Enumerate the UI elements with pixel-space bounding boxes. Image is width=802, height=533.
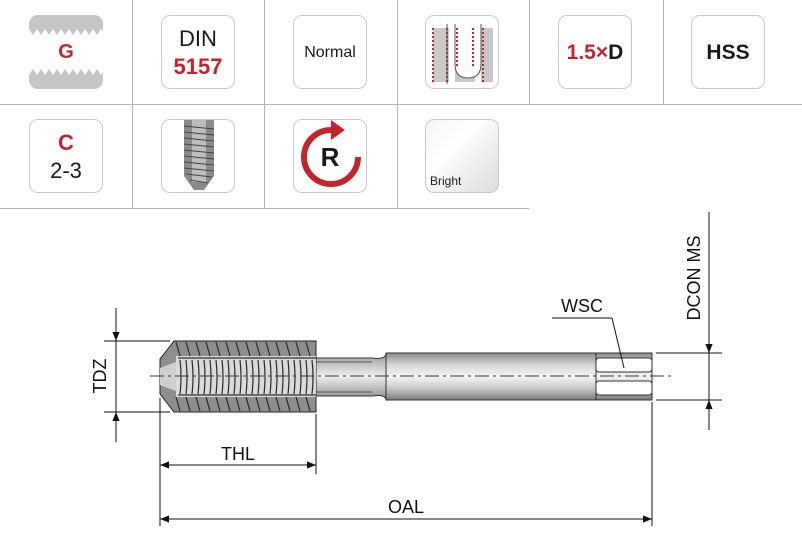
grid-divider — [0, 104, 802, 105]
wsc-label: WSC — [561, 296, 603, 316]
thread-form-tile: G — [29, 15, 103, 89]
tap-silhouette-icon — [183, 120, 215, 190]
material-label: HSS — [706, 41, 750, 64]
depth-number: 1.5 — [566, 41, 596, 64]
chamfer-form-tile: C 2-3 — [29, 119, 103, 193]
wsc-callout: WSC — [552, 296, 625, 369]
tap-drawing: TDZ THL OAL WSC DCON MS — [90, 212, 722, 526]
chamfer-form-range: 2-3 — [50, 158, 82, 183]
oal-dimension: OAL — [160, 402, 653, 526]
tap-shape-tile — [161, 119, 235, 193]
standard-tile: DIN 5157 — [161, 15, 235, 89]
tdz-dimension: TDZ — [90, 308, 170, 442]
chamfer-form-letter: C — [58, 130, 74, 155]
hole-type-tile — [425, 15, 499, 89]
rotation-tile: R — [293, 119, 367, 193]
thread-form-letter: G — [58, 41, 74, 63]
tdz-label: TDZ — [90, 359, 110, 394]
standard-name: DIN — [179, 26, 217, 51]
grid-divider — [663, 0, 664, 104]
rotation-letter: R — [320, 142, 340, 172]
depth-times: × — [595, 41, 609, 64]
grid-divider — [0, 208, 529, 209]
coating-label: Bright — [430, 174, 462, 188]
depth-tile: 1.5×D — [558, 15, 632, 89]
thread-profile-icon — [29, 15, 103, 89]
material-tile: HSS — [691, 15, 765, 89]
depth-value: 1.5×D — [559, 41, 631, 65]
coating-tile: Bright — [425, 119, 499, 193]
chamfer-type-tile: Normal — [293, 15, 367, 89]
standard-number: 5157 — [173, 54, 223, 79]
grid-divider — [529, 0, 530, 104]
through-hole-icon — [432, 24, 493, 84]
thl-dimension: THL — [159, 398, 317, 526]
dcon-label: DCON MS — [684, 236, 704, 321]
dcon-dimension: DCON MS — [656, 212, 722, 430]
chamfer-type-label: Normal — [304, 44, 356, 61]
depth-unit: D — [608, 41, 624, 64]
right-hand-rotation-icon — [301, 120, 361, 187]
thl-label: THL — [221, 444, 255, 464]
oal-label: OAL — [388, 497, 424, 517]
